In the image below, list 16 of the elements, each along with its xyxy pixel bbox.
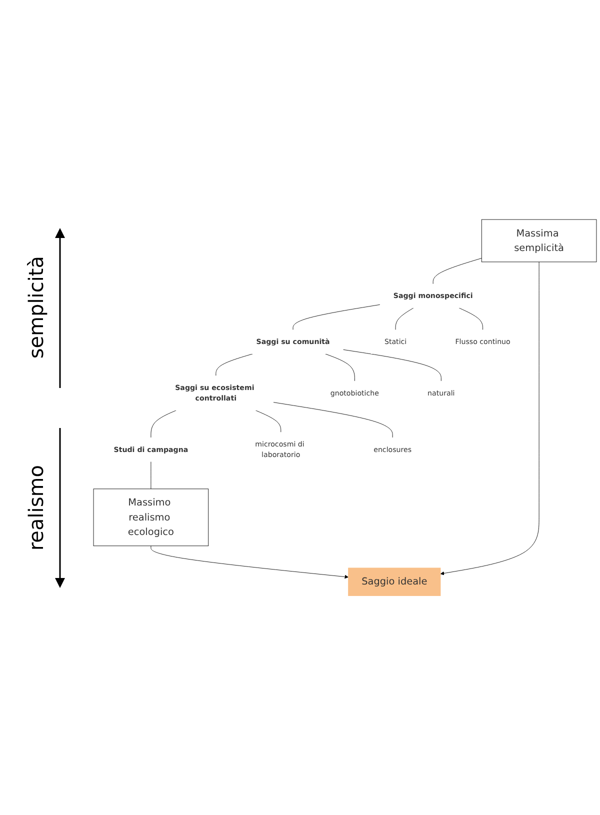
- connector: [273, 402, 393, 438]
- connector: [395, 307, 414, 330]
- connector: [342, 349, 442, 382]
- node-box: Massimo realismo ecologico: [93, 488, 209, 546]
- connector: [458, 307, 483, 330]
- node-box: Massima semplicità: [481, 219, 597, 262]
- connector: [255, 410, 282, 432]
- node-box: Saggio ideale: [348, 568, 441, 596]
- connector: [292, 304, 380, 330]
- connector: [150, 461, 152, 489]
- connector: [216, 353, 254, 376]
- connector: [432, 258, 482, 284]
- connector: [324, 353, 355, 382]
- connector: [150, 410, 177, 438]
- axis-label: realismo: [24, 464, 48, 550]
- axis-label: semplicità: [24, 256, 48, 359]
